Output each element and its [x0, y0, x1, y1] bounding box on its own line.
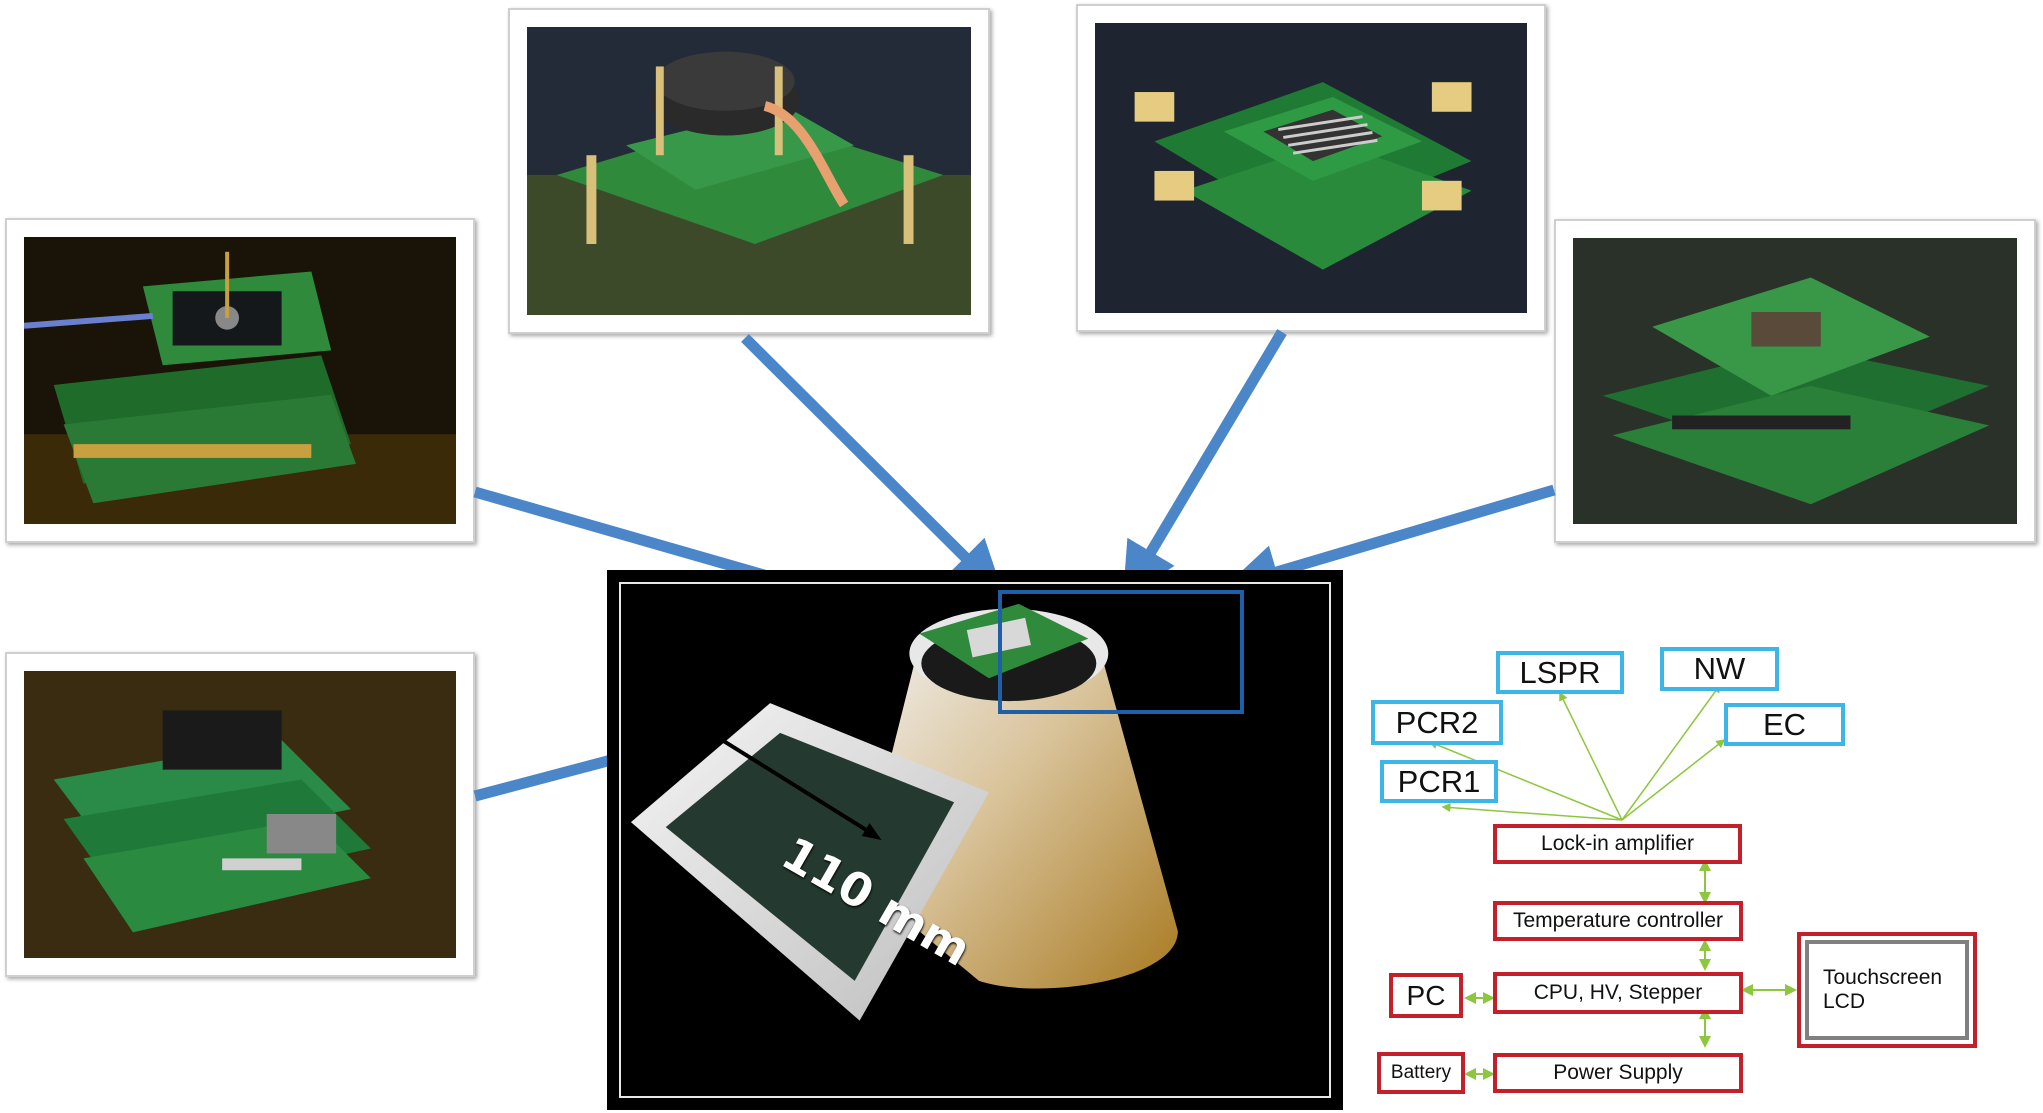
block-touchscreen-lcd: Touchscreen LCD — [1797, 932, 1977, 1048]
lcd-label-line1: Touchscreen — [1823, 966, 1943, 989]
cartridge-highlight-box — [998, 590, 1244, 714]
module-nw: NW — [1660, 647, 1779, 691]
module-ec: EC — [1724, 703, 1845, 746]
module-pcr1: PCR1 — [1380, 760, 1498, 803]
photo-nanowire-stack — [5, 652, 475, 977]
module-lspr: LSPR — [1496, 651, 1624, 694]
arrow-top-right — [1122, 329, 1287, 600]
block-pc: PC — [1389, 973, 1463, 1018]
lcd-label-line2: LCD — [1823, 990, 1866, 1013]
photo-microarray-board — [1076, 4, 1546, 332]
photo-electrode-board — [508, 8, 990, 334]
block-battery: Battery — [1377, 1052, 1465, 1094]
block-power-supply: Power Supply — [1493, 1053, 1743, 1093]
arrow-right — [1224, 484, 1556, 599]
photo-pcr-stack — [5, 218, 475, 543]
block-cpu-hv-stepper: CPU, HV, Stepper — [1493, 972, 1743, 1014]
block-temperature-controller: Temperature controller — [1493, 901, 1743, 941]
photo-sensor-stack — [1554, 219, 2036, 543]
arrow-top-left — [741, 334, 1005, 596]
block-lockin-amplifier: Lock-in amplifier — [1493, 824, 1742, 864]
module-pcr2: PCR2 — [1371, 700, 1503, 745]
